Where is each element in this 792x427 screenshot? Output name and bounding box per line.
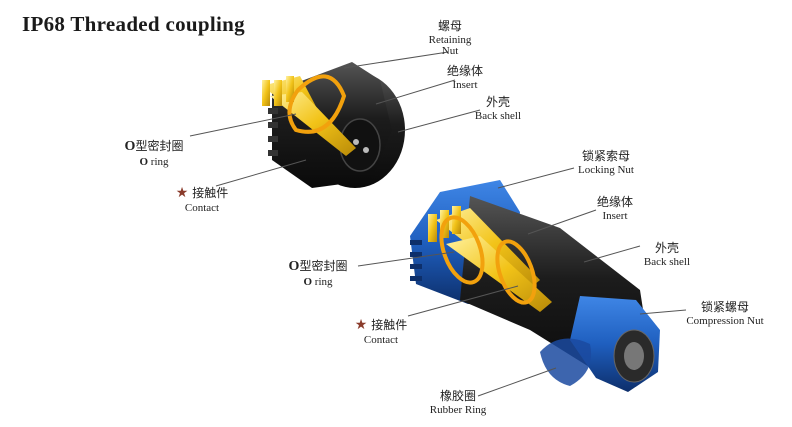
leader-lines xyxy=(189,51,687,397)
page-title: IP68 Threaded coupling xyxy=(22,12,245,36)
label-bottom-back-shell: 外壳 Back shell xyxy=(643,241,691,268)
top-nut-ridges xyxy=(268,108,278,156)
label-compression-nut: 锁紧螺母 Compression Nut xyxy=(686,300,764,327)
top-o-ring xyxy=(287,74,347,134)
star-icon: ★ xyxy=(175,185,189,201)
label-top-back-shell: 外壳 Back shell xyxy=(474,95,522,122)
label-top-contact: ★接触件 Contact xyxy=(175,185,229,214)
bottom-o-ring-1 xyxy=(439,215,485,285)
label-bottom-insert: 绝缘体 Insert xyxy=(596,195,633,222)
label-locking-nut: 锁紧索母 Locking Nut xyxy=(578,149,634,176)
bottom-o-ring-2 xyxy=(495,239,537,305)
label-rubber-ring: 橡胶圈 Rubber Ring xyxy=(429,389,487,416)
top-connector xyxy=(262,62,405,188)
label-bottom-contact: ★接触件 Contact xyxy=(354,317,408,346)
bottom-connector xyxy=(410,180,660,392)
label-top-insert: 绝缘体 Insert xyxy=(446,64,483,91)
label-retaining-nut: 螺母 Retaining Nut xyxy=(428,19,472,58)
label-bottom-o-ring: O型密封圈 O ring xyxy=(288,259,348,288)
bottom-rubber-ring xyxy=(540,338,592,386)
star-icon: ★ xyxy=(354,317,368,333)
bottom-nut-ridges xyxy=(410,240,422,281)
label-top-o-ring: O型密封圈 O ring xyxy=(124,139,184,168)
